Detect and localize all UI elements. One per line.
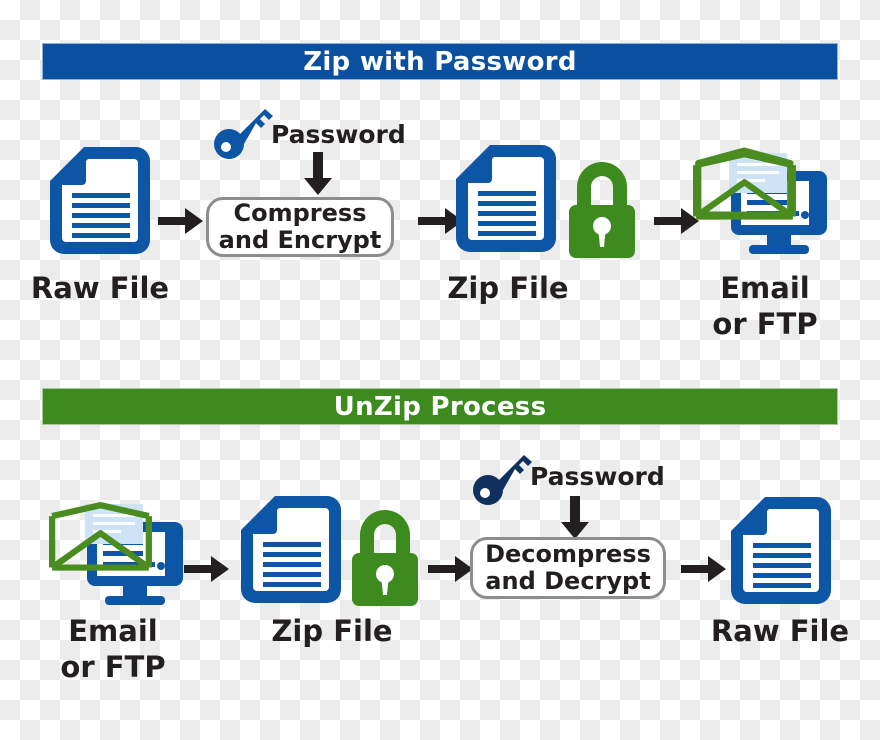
lock-icon	[346, 508, 424, 608]
arrow-right-icon	[428, 554, 474, 584]
raw-file-icon	[727, 493, 835, 608]
arrow-right-icon	[184, 554, 230, 584]
raw-file-icon	[46, 143, 154, 258]
process-box-decompress-decrypt: Decompress and Decrypt	[470, 537, 666, 599]
arrow-right-icon	[418, 206, 464, 236]
label-zip-file-top: Zip File	[447, 271, 569, 305]
zip-file-icon	[452, 141, 560, 256]
email-monitor-icon	[49, 488, 184, 610]
section-title-zip-with-password: Zip with Password	[42, 43, 838, 80]
email-monitor-icon	[693, 137, 828, 259]
section-title-unzip-process: UnZip Process	[42, 388, 838, 425]
arrow-right-icon	[654, 206, 700, 236]
arrow-down-icon	[560, 496, 590, 540]
label-raw-file-top: Raw File	[30, 271, 170, 305]
arrow-right-icon	[681, 554, 727, 584]
key-icon	[213, 104, 277, 160]
label-zip-file-bottom: Zip File	[271, 614, 393, 648]
password-label-top: Password	[271, 120, 406, 149]
key-icon	[472, 450, 536, 506]
lock-icon	[563, 160, 641, 260]
label-email-or-ftp-top: Email or FTP	[712, 271, 818, 342]
arrow-down-icon	[303, 152, 333, 196]
process-box-compress-encrypt: Compress and Encrypt	[206, 197, 394, 257]
arrow-right-icon	[158, 206, 204, 236]
label-raw-file-bottom: Raw File	[710, 614, 850, 648]
label-email-or-ftp-bottom: Email or FTP	[60, 614, 166, 685]
password-label-bottom: Password	[530, 462, 665, 491]
zip-file-icon	[237, 492, 345, 607]
